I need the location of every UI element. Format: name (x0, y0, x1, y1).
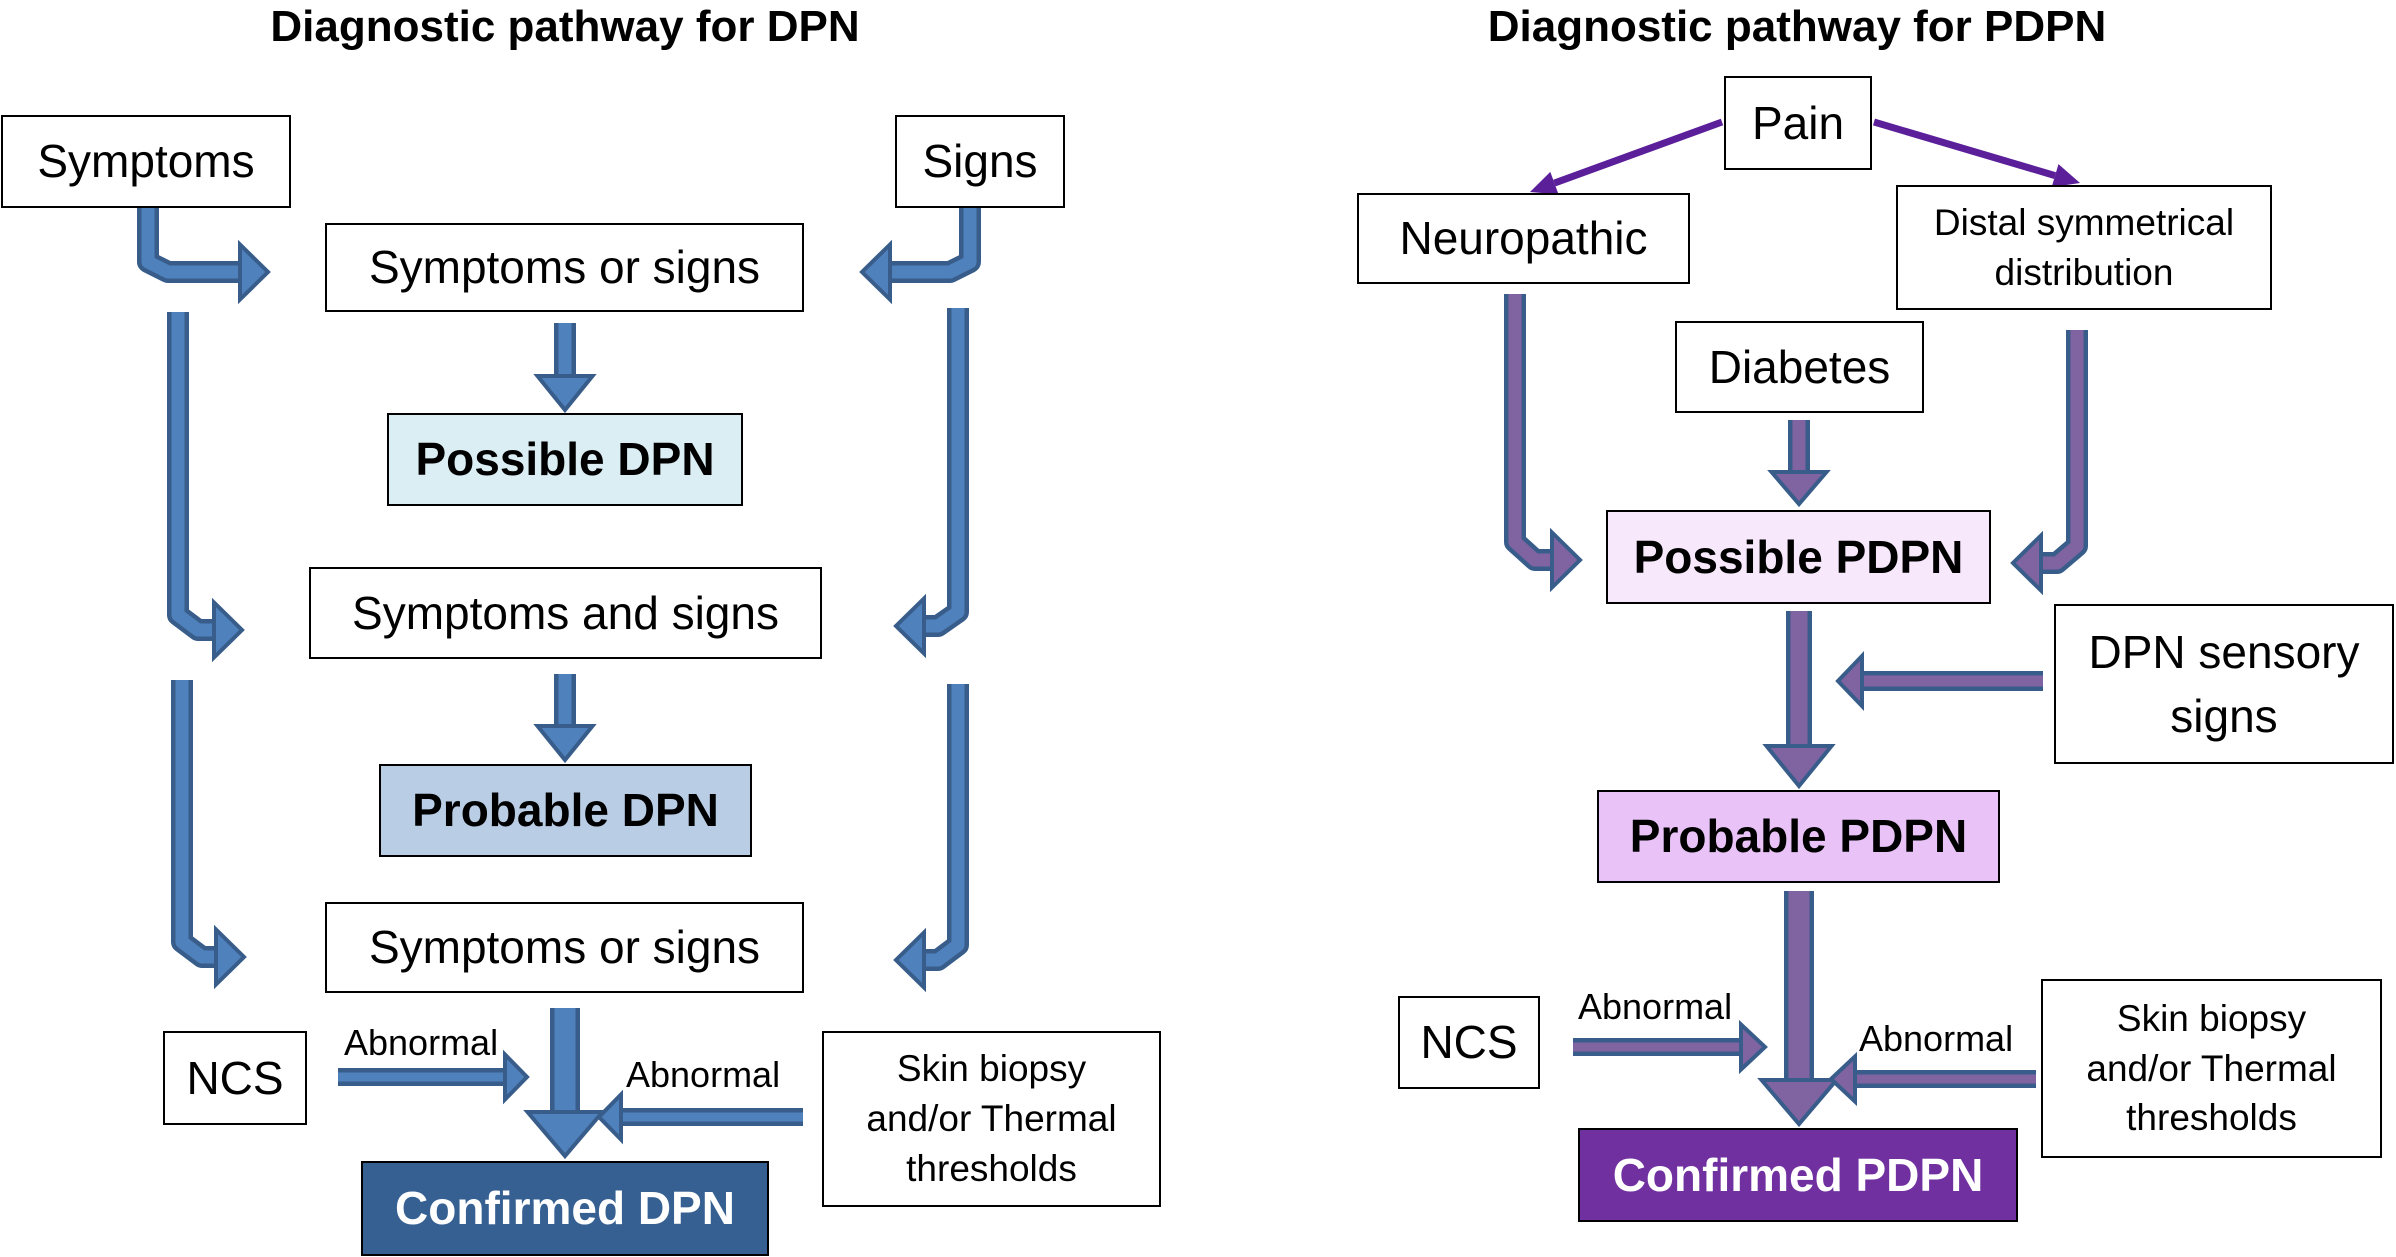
neuropathic-box: Neuropathic (1357, 193, 1690, 284)
dpn-sensory-signs-box: DPN sensory signs (2054, 604, 2394, 764)
arrow-skin-abnormal-right (1828, 1051, 2036, 1107)
abnormal-skin-label-right: Abnormal (1859, 1018, 2014, 1059)
confirmed-pdpn-box: Confirmed PDPN (1578, 1128, 2018, 1222)
abnormal-ncs-label-right: Abnormal (1578, 986, 1733, 1027)
arrow-pain-to-neuropathic (1530, 118, 1724, 195)
arrow-signs-to-and (893, 308, 969, 659)
symptoms-or-signs-box-1: Symptoms or signs (325, 223, 804, 312)
pdpn-title: Diagnostic pathway for PDPN (1487, 2, 2107, 51)
ncs-box: NCS (163, 1031, 307, 1125)
arrow-ncs-abnormal-right (1573, 1019, 1768, 1075)
arrow-to-confirmed-dpn (523, 1008, 607, 1160)
signs-box: Signs (895, 115, 1065, 208)
dpn-sensory-line-2: signs (2170, 690, 2278, 742)
arrow-dpn-sensory (1835, 651, 2043, 711)
skin-biopsy-right-line-2: and/or Thermal (2086, 1047, 2337, 1089)
arrow-ncs-abnormal (338, 1049, 530, 1105)
skin-biopsy-line-3: thresholds (906, 1147, 1077, 1189)
symptoms-and-signs-box: Symptoms and signs (309, 567, 822, 659)
diabetes-box: Diabetes (1675, 321, 1924, 413)
distal-line-1: Distal symmetrical (1933, 201, 2235, 243)
abnormal-ncs-label: Abnormal (344, 1022, 499, 1063)
possible-dpn-box: Possible DPN (387, 413, 743, 506)
arrow-symptoms-to-either-2 (171, 680, 247, 990)
arrow-to-possible-dpn (533, 323, 597, 414)
arrow-distal-to-possible (2010, 330, 2088, 596)
dpn-title: Diagnostic pathway for DPN (270, 2, 860, 51)
skin-biopsy-line-1: Skin biopsy (896, 1048, 1087, 1090)
arrow-possible-to-probable (1762, 611, 1836, 790)
skin-biopsy-line-2: and/or Thermal (866, 1098, 1117, 1140)
arrow-to-confirmed-pdpn (1757, 891, 1841, 1128)
ncs-box-right: NCS (1398, 996, 1540, 1089)
arrow-symptoms-to-and (167, 312, 245, 663)
skin-biopsy-box: Skin biopsy and/or Thermal thresholds (822, 1031, 1161, 1207)
possible-pdpn-box: Possible PDPN (1606, 510, 1991, 604)
probable-pdpn-box: Probable PDPN (1597, 790, 2000, 883)
distal-symmetrical-box: Distal symmetrical distribution (1896, 185, 2272, 310)
skin-biopsy-box-right: Skin biopsy and/or Thermal thresholds (2041, 979, 2382, 1158)
arrow-neuropathic-to-possible (1504, 294, 1583, 593)
arrow-symptoms-to-either (137, 208, 271, 305)
abnormal-skin-label: Abnormal (626, 1054, 781, 1095)
dpn-sensory-line-1: DPN sensory (2088, 625, 2360, 678)
arrow-to-probable-dpn (533, 674, 597, 764)
distal-line-2: distribution (1994, 251, 2174, 293)
arrow-signs-to-either-2 (893, 684, 969, 993)
arrow-pain-to-distal (1873, 118, 2080, 188)
skin-biopsy-right-line-1: Skin biopsy (2116, 997, 2307, 1039)
arrow-skin-abnormal (596, 1089, 803, 1145)
probable-dpn-box: Probable DPN (379, 764, 752, 857)
confirmed-dpn-box: Confirmed DPN (361, 1161, 769, 1256)
skin-biopsy-right-line-3: thresholds (2126, 1097, 2297, 1139)
symptoms-box: Symptoms (1, 115, 291, 208)
symptoms-or-signs-box-2: Symptoms or signs (325, 902, 804, 993)
arrow-diabetes-to-possible (1767, 420, 1831, 508)
pain-box: Pain (1724, 76, 1872, 170)
arrow-signs-to-either (859, 208, 981, 305)
